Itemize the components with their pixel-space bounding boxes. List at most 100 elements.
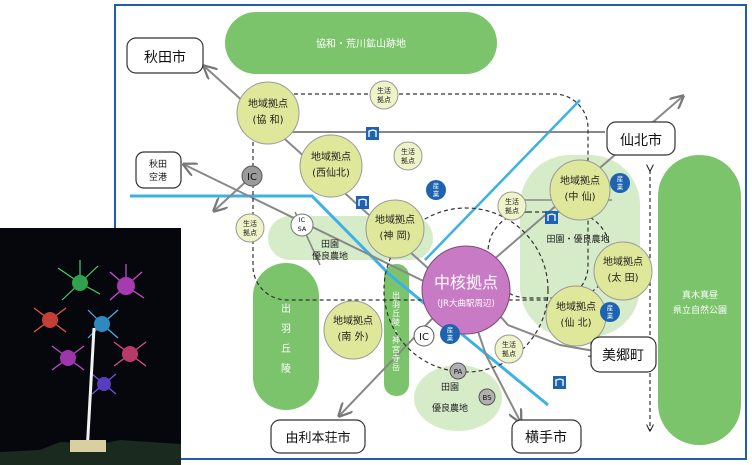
regional-node-title: 地域拠点: [560, 174, 600, 187]
regional-node-name: (協 和): [253, 113, 284, 126]
ic-marker-west[interactable]: IC: [241, 165, 263, 187]
bs-marker[interactable]: BS: [478, 388, 496, 406]
life-node-south[interactable]: 生活 拠点: [494, 334, 524, 364]
svg-text:秋田: 秋田: [149, 158, 167, 170]
regional-node-nakasen[interactable]: 地域拠点 (中 仙): [549, 159, 611, 221]
life-node-label: 拠点: [377, 95, 391, 104]
svg-text:丘: 丘: [281, 343, 291, 355]
life-node-center[interactable]: 生活 拠点: [393, 141, 423, 171]
kandai-hills-label: 出 羽 丘 陵 ・ 神 宮 寺 岳: [392, 290, 400, 372]
svg-text:IC: IC: [419, 332, 429, 343]
regional-node-name: (仙 北): [561, 316, 592, 329]
svg-text:寺: 寺: [392, 354, 400, 363]
regional-node-semboku[interactable]: 地域拠点 (仙 北): [545, 285, 607, 347]
industry-badge-west: 産 業: [426, 180, 446, 200]
svg-text:神: 神: [392, 335, 400, 345]
svg-text:IC: IC: [299, 216, 306, 224]
svg-text:SA: SA: [298, 225, 307, 233]
farm-east-label: 田園・優良農地: [546, 233, 609, 245]
industry-badge-south: 産 業: [440, 324, 460, 344]
city-yurihonjo[interactable]: 由利本荘市: [270, 419, 366, 454]
regional-node-name: (太 田): [608, 271, 639, 284]
station-icon: [356, 196, 369, 209]
ic-marker-south[interactable]: IC: [413, 325, 435, 347]
life-node-west[interactable]: 生活 拠点: [235, 213, 265, 243]
core-node-subtitle: (JR大曲駅周辺): [437, 298, 495, 309]
farm-south-label: 田園: [441, 382, 459, 393]
svg-text:IC: IC: [247, 172, 257, 183]
svg-text:羽: 羽: [392, 300, 400, 309]
regional-node-title: 地域拠点: [556, 300, 596, 313]
dewa-hills-label: 出 羽 丘 陵: [281, 302, 291, 375]
life-node-label: 生活: [502, 340, 516, 349]
svg-text:出: 出: [392, 290, 400, 300]
city-senboku[interactable]: 仙北市: [606, 121, 676, 156]
regional-node-nangai[interactable]: 地域拠点 (南 外): [323, 300, 383, 360]
svg-text:BS: BS: [482, 394, 492, 402]
svg-text:・: ・: [392, 327, 400, 336]
svg-text:産: 産: [607, 303, 614, 312]
airport-box[interactable]: 秋田 空港: [135, 151, 182, 189]
svg-text:陵: 陵: [281, 363, 291, 375]
svg-text:陵: 陵: [392, 318, 400, 327]
regional-node-kyowa[interactable]: 地域拠点 (協 和): [236, 81, 300, 145]
life-node-label: 生活: [377, 86, 391, 95]
svg-text:出: 出: [281, 302, 291, 315]
svg-text:業: 業: [607, 311, 614, 320]
life-node-north[interactable]: 生活 拠点: [369, 80, 399, 110]
regional-node-name: (神 岡): [380, 229, 411, 242]
farm-south-label: 優良農地: [432, 402, 468, 414]
svg-text:産: 産: [617, 174, 624, 183]
life-node-label: 生活: [505, 197, 519, 206]
svg-text:横手市: 横手市: [525, 429, 567, 446]
svg-text:空港: 空港: [149, 171, 167, 183]
regional-node-title: 地域拠点: [333, 314, 373, 327]
river-branch: [424, 99, 581, 261]
farm-kamioka-label: 田園: [321, 239, 339, 250]
city-yokote[interactable]: 横手市: [511, 419, 582, 454]
road-to-yurihonjo: [340, 299, 451, 415]
svg-text:業: 業: [617, 182, 624, 191]
regional-node-name: (南 外): [338, 330, 369, 343]
regional-node-title: 地域拠点: [603, 255, 643, 268]
farm-kamioka-label: 優良農地: [312, 250, 348, 262]
industry-badge-nakasen: 産 業: [610, 173, 630, 193]
fireworks-photo: [0, 228, 181, 465]
svg-text:PA: PA: [454, 368, 463, 376]
svg-text:岳: 岳: [392, 362, 400, 372]
farmland-zone-south: [414, 365, 502, 431]
core-node[interactable]: [421, 245, 511, 335]
life-node-east[interactable]: 生活 拠点: [497, 191, 527, 221]
core-node-title: 中核拠点: [434, 273, 498, 292]
pa-marker[interactable]: PA: [449, 362, 467, 380]
life-node-label: 生活: [401, 147, 415, 156]
regional-node-ota[interactable]: 地域拠点 (太 田): [593, 241, 653, 301]
city-misato[interactable]: 美郷町: [590, 336, 657, 373]
station-icon: [553, 376, 566, 389]
network-loop-outer: [252, 93, 589, 301]
regional-node-nishisenboku[interactable]: 地域拠点 (西仙北): [299, 134, 363, 198]
svg-text:業: 業: [447, 333, 454, 342]
svg-text:由利本荘市: 由利本荘市: [285, 430, 350, 446]
life-node-label: 拠点: [505, 206, 519, 215]
industry-badge-semboku: 産 業: [600, 302, 620, 322]
regional-node-name: (西仙北): [312, 166, 350, 179]
regional-node-name: (中 仙): [565, 190, 596, 203]
svg-text:産: 産: [447, 325, 454, 334]
park-label-line2: 県立自然公園: [673, 304, 727, 316]
station-icon: [545, 211, 558, 224]
kyowa-ruins-zone: [225, 12, 497, 74]
svg-text:業: 業: [433, 189, 440, 198]
svg-text:美郷町: 美郷町: [602, 348, 644, 364]
svg-text:秋田市: 秋田市: [144, 49, 186, 66]
kyowa-ruins-label: 協和・荒川鉱山跡地: [316, 37, 406, 50]
svg-text:丘: 丘: [392, 309, 400, 318]
regional-node-kamioka[interactable]: 地域拠点 (神 岡): [365, 199, 425, 259]
city-akita[interactable]: 秋田市: [126, 37, 204, 74]
station-icon: [366, 127, 379, 140]
life-node-label: 生活: [243, 219, 257, 228]
river-main: [130, 194, 549, 407]
regional-node-title: 地域拠点: [248, 97, 288, 110]
